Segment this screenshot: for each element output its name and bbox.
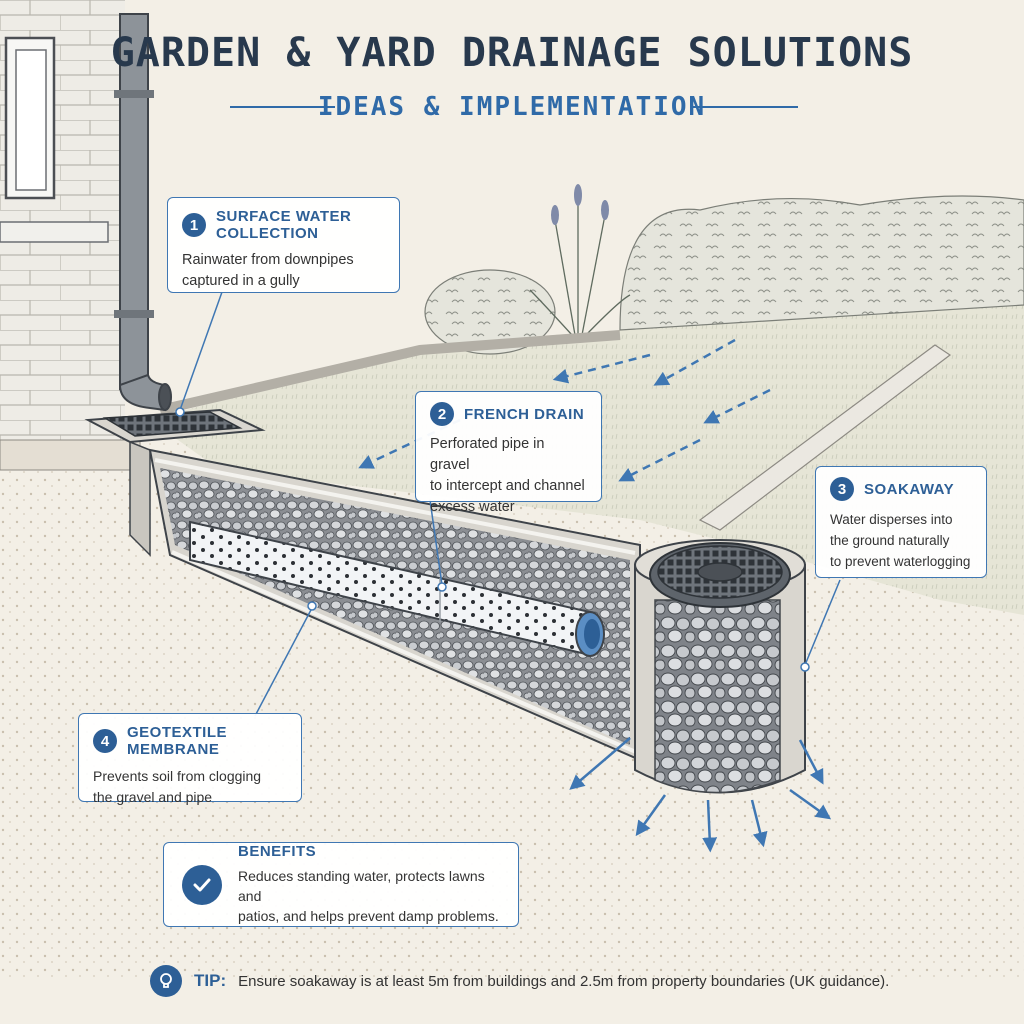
lightbulb-icon (150, 965, 182, 997)
page-title: GARDEN & YARD DRAINAGE SOLUTIONS (110, 30, 914, 76)
lavender-plant (529, 200, 631, 336)
callout-title: SOAKAWAY (864, 480, 955, 498)
lawn-edging-back (158, 330, 621, 415)
check-icon (182, 864, 222, 905)
benefits-title: BENEFITS (238, 843, 317, 860)
callout-number: 1 (182, 213, 206, 237)
dispersal-arrows (569, 737, 832, 853)
callout-title: SURFACE WATER COLLECTION (216, 208, 352, 242)
shrub (424, 269, 556, 355)
lawn-edging-right (698, 344, 952, 531)
callout-description: Water disperses into the ground naturall… (830, 512, 971, 569)
callout-soakaway: 3 SOAKAWAY Water disperses into the grou… (815, 466, 987, 578)
callout-number: 2 (430, 402, 454, 426)
hedge (619, 195, 1024, 331)
callout-description: Perforated pipe in gravel to intercept a… (430, 436, 585, 515)
callout-number: 4 (93, 729, 117, 753)
callout-description: Prevents soil from clogging the gravel a… (93, 768, 262, 805)
callout-leaders (175, 291, 841, 717)
callout-title: GEOTEXTILE MEMBRANE (127, 724, 228, 758)
window-sill (0, 221, 109, 243)
callout-title: FRENCH DRAIN (464, 405, 585, 423)
callout-geotextile: 4 GEOTEXTILE MEMBRANE Prevents soil from… (78, 713, 302, 805)
callout-surface-water: 1 SURFACE WATER COLLECTION Rainwater fro… (167, 197, 400, 293)
tip-text: Ensure soakaway is at least 5m from buil… (238, 972, 890, 990)
tip-bar: TIP: Ensure soakaway is at least 5m from… (150, 965, 889, 997)
callout-number: 3 (830, 477, 854, 501)
geotextile-line (154, 458, 637, 754)
benefits-description: Reduces standing water, protects lawns a… (238, 868, 499, 924)
benefits-box: BENEFITS Reduces standing water, protect… (163, 842, 519, 927)
callout-french-drain: 2 FRENCH DRAIN Perforated pipe in gravel… (415, 391, 602, 515)
gully-grate-icon (84, 408, 266, 557)
downpipe-icon (114, 13, 172, 412)
tip-label: TIP: (194, 971, 227, 990)
page-subtitle: IDEAS & IMPLEMENTATION (317, 92, 707, 122)
perforated-pipe-icon (189, 520, 605, 657)
callout-description: Rainwater from downpipes captured in a g… (182, 252, 354, 289)
soakaway-crate-icon (634, 539, 806, 794)
